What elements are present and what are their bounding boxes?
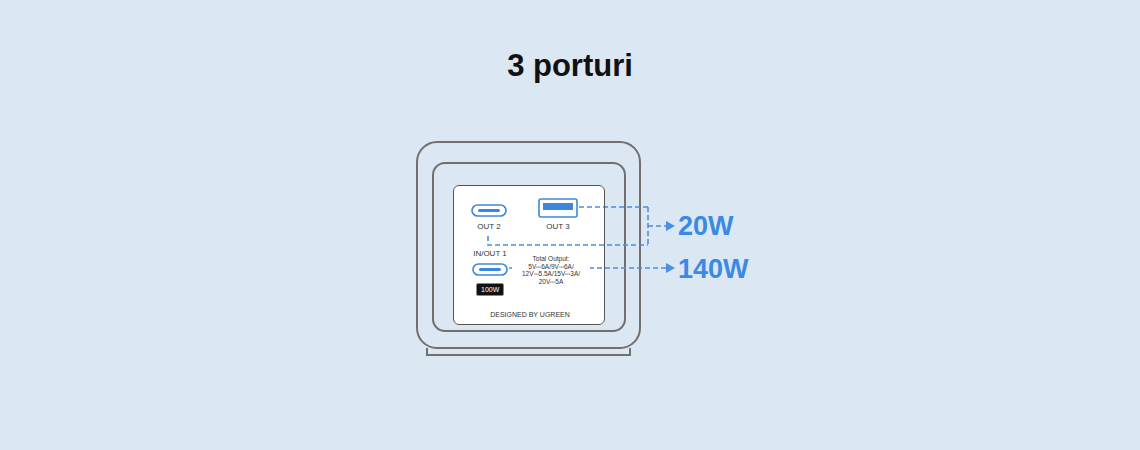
charger-foot [427, 348, 630, 355]
arrow-head [666, 263, 675, 273]
leader-line [648, 225, 666, 227]
arrow-head [666, 221, 675, 231]
usb-c-port: OUT 2 [467, 204, 511, 232]
usb-c-outline [473, 264, 507, 275]
leader-line [579, 206, 648, 208]
power-badge: 100W [476, 283, 504, 296]
usb-a-outline [539, 199, 577, 217]
port-label: OUT 3 [536, 222, 580, 232]
port-label: OUT 2 [467, 222, 511, 232]
title: 3 porturi [0, 48, 1140, 84]
usb-a-socket [538, 198, 578, 218]
usb-c-port: IN/OUT 1 [466, 249, 514, 276]
usb-c-tongue [478, 209, 500, 212]
usb-c-socket [471, 204, 507, 217]
port-label: IN/OUT 1 [466, 249, 514, 259]
brand-text: DESIGNED BY UGREEN [454, 310, 606, 319]
leader-line [488, 236, 648, 245]
power-value: 20W [678, 210, 758, 242]
front-face [433, 163, 625, 331]
usb-c-outline [472, 205, 506, 216]
port-panel-fill [453, 185, 605, 325]
power-value: 140W [678, 253, 768, 285]
usb-a-port: OUT 3 [536, 198, 580, 232]
output-spec: Total Output: 5V⎓6A/9V⎓6A/ 12V⎓5.5A/15V⎓… [512, 255, 590, 285]
badge-text: 100W [481, 285, 499, 294]
usb-a-tongue [543, 203, 573, 210]
usb-c-socket [472, 263, 508, 276]
usb-c-tongue [479, 268, 501, 271]
